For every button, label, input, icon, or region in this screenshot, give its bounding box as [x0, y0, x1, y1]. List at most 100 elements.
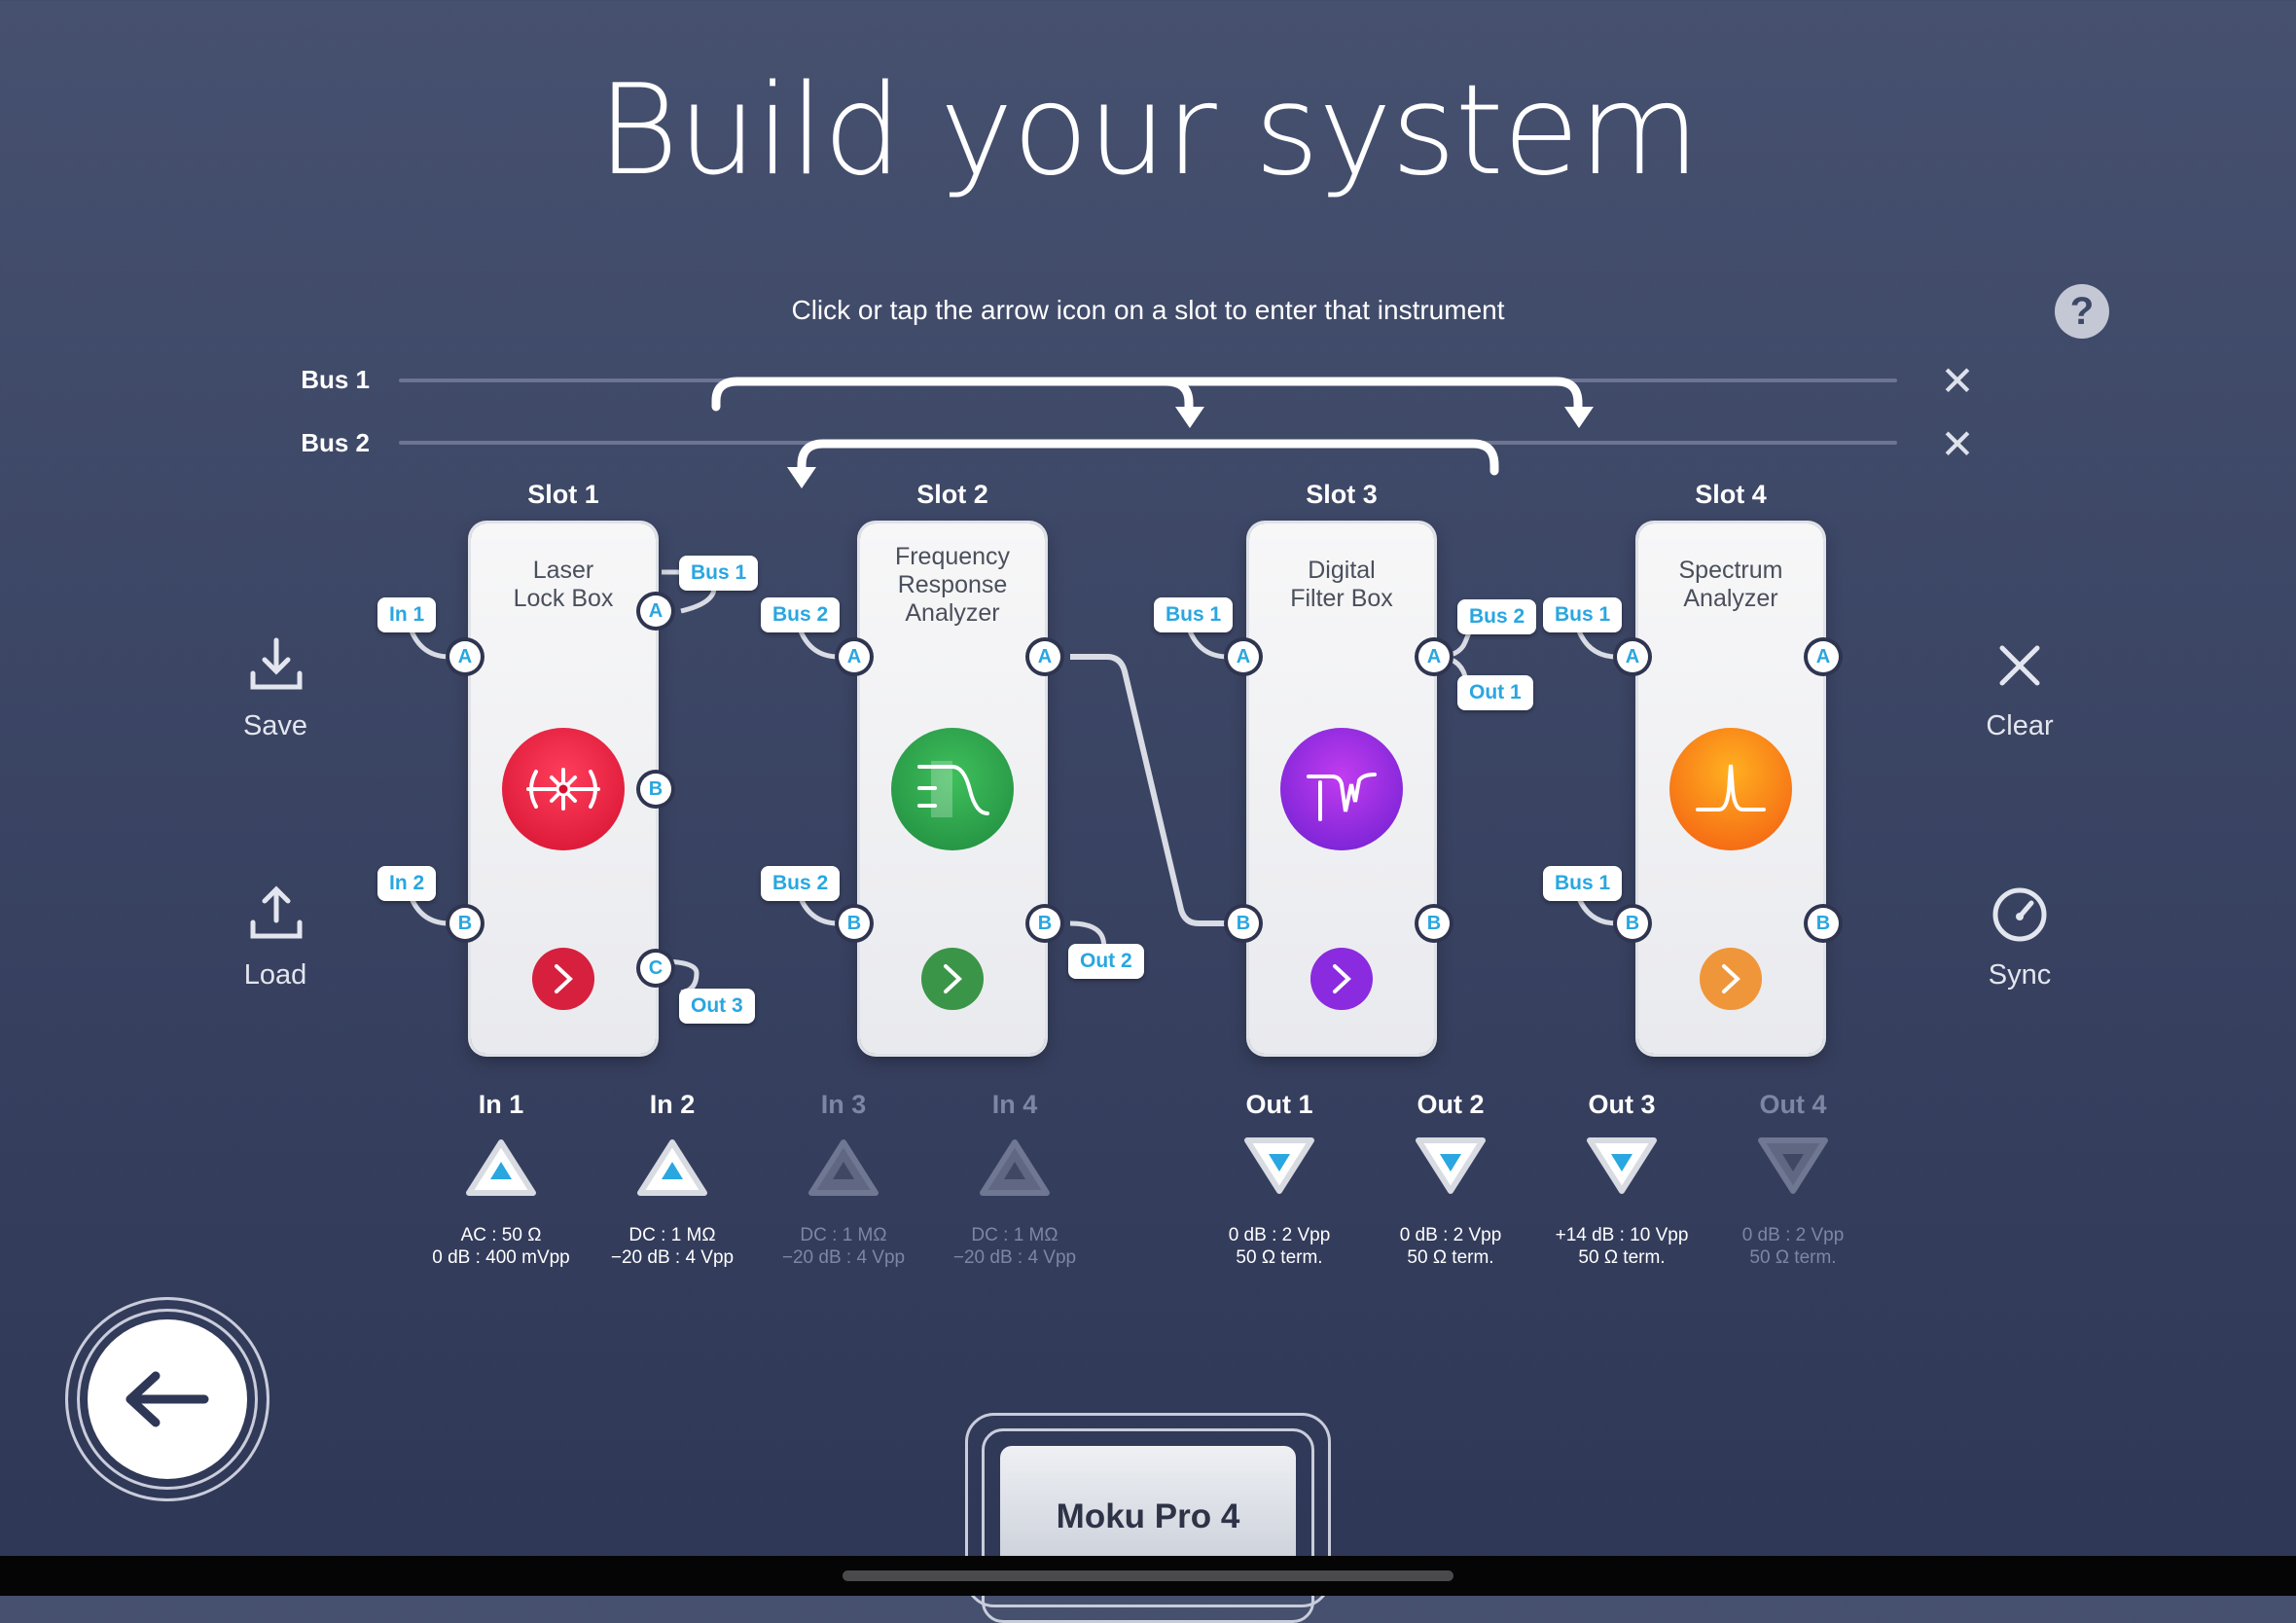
instruction-text: Click or tap the arrow icon on a slot to…	[791, 295, 1505, 325]
close-icon	[1999, 645, 2040, 686]
sync-label: Sync	[1988, 959, 2052, 991]
input-4-range: −20 dB : 4 Vpp	[952, 1247, 1077, 1268]
slot-1-output-a-tag[interactable]: Bus 1	[679, 556, 759, 591]
bus-2-label: Bus 2	[301, 428, 370, 457]
slot-2-input-b-tag[interactable]: Bus 2	[761, 866, 841, 901]
slot-3-input-a[interactable]: A	[1228, 641, 1259, 672]
output-2-triangle-icon[interactable]	[1415, 1135, 1487, 1197]
arrow-head	[787, 467, 816, 488]
input-4-setting: DC : 1 MΩ	[971, 1225, 1058, 1245]
bus-routing-arrows	[406, 377, 1618, 995]
download-icon	[250, 637, 303, 690]
input-1-range: 0 dB : 400 mVpp	[432, 1247, 570, 1268]
slot-1-input-a-tag[interactable]: In 1	[377, 597, 437, 632]
slot-1-output-a[interactable]: A	[640, 595, 671, 627]
slot-2-label: Slot 2	[916, 480, 988, 509]
laser-lock-box-icon	[502, 728, 625, 850]
clear-button[interactable]	[1961, 631, 2078, 747]
slot-2-output-b-tag[interactable]: Out 2	[1068, 944, 1144, 979]
input-3-setting: DC : 1 MΩ	[800, 1225, 887, 1245]
input-1-triangle-icon[interactable]	[465, 1136, 537, 1199]
back-button-ring	[65, 1297, 269, 1501]
input-3-label: In 3	[820, 1090, 867, 1119]
output-4-triangle-icon[interactable]	[1757, 1135, 1829, 1197]
slot-2-card: Frequency Response Analyzer	[860, 523, 1045, 1054]
instrument-name-line: Digital	[1308, 557, 1376, 584]
instrument-name-line: Response	[897, 571, 1008, 598]
slot-2-input-a[interactable]: A	[839, 641, 870, 672]
help-button[interactable]: ?	[2055, 284, 2109, 339]
slot-1-output-c-tag[interactable]: Out 3	[679, 989, 755, 1024]
slot-2-output-b[interactable]: B	[1029, 908, 1060, 939]
input-1-label: In 1	[478, 1090, 524, 1119]
instrument-name-line: Analyzer	[905, 599, 1000, 627]
input-2-triangle-icon[interactable]	[636, 1136, 708, 1199]
gauge-icon	[1992, 887, 2047, 942]
slot-2-input-b[interactable]: B	[839, 908, 870, 939]
output-1-label: Out 1	[1245, 1090, 1313, 1119]
slot-3-output-a-tag-2[interactable]: Out 1	[1457, 675, 1533, 710]
slot-1-output-c[interactable]: C	[640, 953, 671, 984]
slot-3-input-b[interactable]: B	[1228, 908, 1259, 939]
instrument-name-line: Analyzer	[1683, 585, 1778, 612]
load-button[interactable]	[216, 882, 333, 998]
output-3-termination: 50 Ω term.	[1578, 1247, 1666, 1268]
input-2-setting: DC : 1 MΩ	[628, 1225, 716, 1245]
instrument-name-line: Frequency	[894, 543, 1011, 570]
chevron-right-icon	[1722, 964, 1740, 993]
question-icon: ?	[2069, 289, 2095, 333]
input-1-setting: AC : 50 Ω	[460, 1225, 542, 1245]
bus-2-clear-button[interactable]: ✕	[1938, 424, 1977, 465]
sync-button[interactable]	[1961, 880, 2078, 996]
output-1-triangle-icon[interactable]	[1243, 1135, 1315, 1197]
home-indicator[interactable]	[843, 1570, 1453, 1581]
bus-1-clear-button[interactable]: ✕	[1938, 361, 1977, 402]
page-title: Build your system	[596, 58, 1700, 203]
slot-3-card: Digital Filter Box	[1249, 523, 1434, 1054]
output-2-termination: 50 Ω term.	[1407, 1247, 1494, 1268]
slot-4-output-b[interactable]: B	[1808, 908, 1839, 939]
slot-2-input-a-tag[interactable]: Bus 2	[761, 597, 841, 632]
slot-2-enter-button[interactable]	[921, 948, 984, 1010]
slot-1-output-b[interactable]: B	[640, 774, 671, 805]
slot-4-input-a-tag[interactable]: Bus 1	[1543, 597, 1623, 632]
input-4-triangle-icon[interactable]	[979, 1136, 1051, 1199]
slot-3-input-a-tag[interactable]: Bus 1	[1154, 597, 1234, 632]
slot-4-input-b[interactable]: B	[1617, 908, 1648, 939]
slot-3-output-b[interactable]: B	[1418, 908, 1450, 939]
slot-4-input-a[interactable]: A	[1617, 641, 1648, 672]
load-label: Load	[243, 959, 307, 991]
input-3-triangle-icon[interactable]	[807, 1136, 879, 1199]
bus1-to-slot3-route	[711, 377, 1194, 414]
output-3-triangle-icon[interactable]	[1586, 1135, 1658, 1197]
slot-4-card: Spectrum Analyzer	[1638, 523, 1823, 1054]
slot-3-enter-button[interactable]	[1310, 948, 1373, 1010]
slot-4-output-a[interactable]: A	[1808, 641, 1839, 672]
arrow-head	[1175, 407, 1204, 428]
instrument-name-line: Laser	[532, 557, 594, 584]
slot-1-input-b[interactable]: B	[449, 908, 481, 939]
bus-1-label: Bus 1	[301, 365, 370, 394]
digital-filter-box-icon	[1280, 728, 1403, 850]
back-button[interactable]	[88, 1319, 247, 1479]
slot-4-input-b-tag[interactable]: Bus 1	[1543, 866, 1623, 901]
output-4-setting: 0 dB : 2 Vpp	[1741, 1225, 1845, 1245]
slot-3-output-a-tag-1[interactable]: Bus 2	[1457, 599, 1537, 634]
slot-1-input-a[interactable]: A	[449, 641, 481, 672]
bus2-to-slot2-route	[797, 439, 1499, 476]
input-4-label: In 4	[991, 1090, 1038, 1119]
arrow-left-icon	[126, 1371, 209, 1427]
output-3-setting: +14 dB : 10 Vpp	[1555, 1225, 1689, 1245]
save-button[interactable]	[216, 631, 333, 747]
output-3-label: Out 3	[1588, 1090, 1656, 1119]
slot-4-enter-button[interactable]	[1700, 948, 1762, 1010]
close-icon: ✕	[1940, 421, 1975, 467]
instrument-name-line: Spectrum	[1678, 557, 1783, 584]
slot-1-input-b-tag[interactable]: In 2	[377, 866, 437, 901]
slot-1-enter-button[interactable]	[532, 948, 594, 1010]
slot-3-output-a[interactable]: A	[1418, 641, 1450, 672]
slot-2-output-a[interactable]: A	[1029, 641, 1060, 672]
slot-4-label: Slot 4	[1695, 480, 1767, 509]
frequency-response-analyzer-icon	[891, 728, 1014, 850]
upload-icon	[250, 885, 303, 939]
